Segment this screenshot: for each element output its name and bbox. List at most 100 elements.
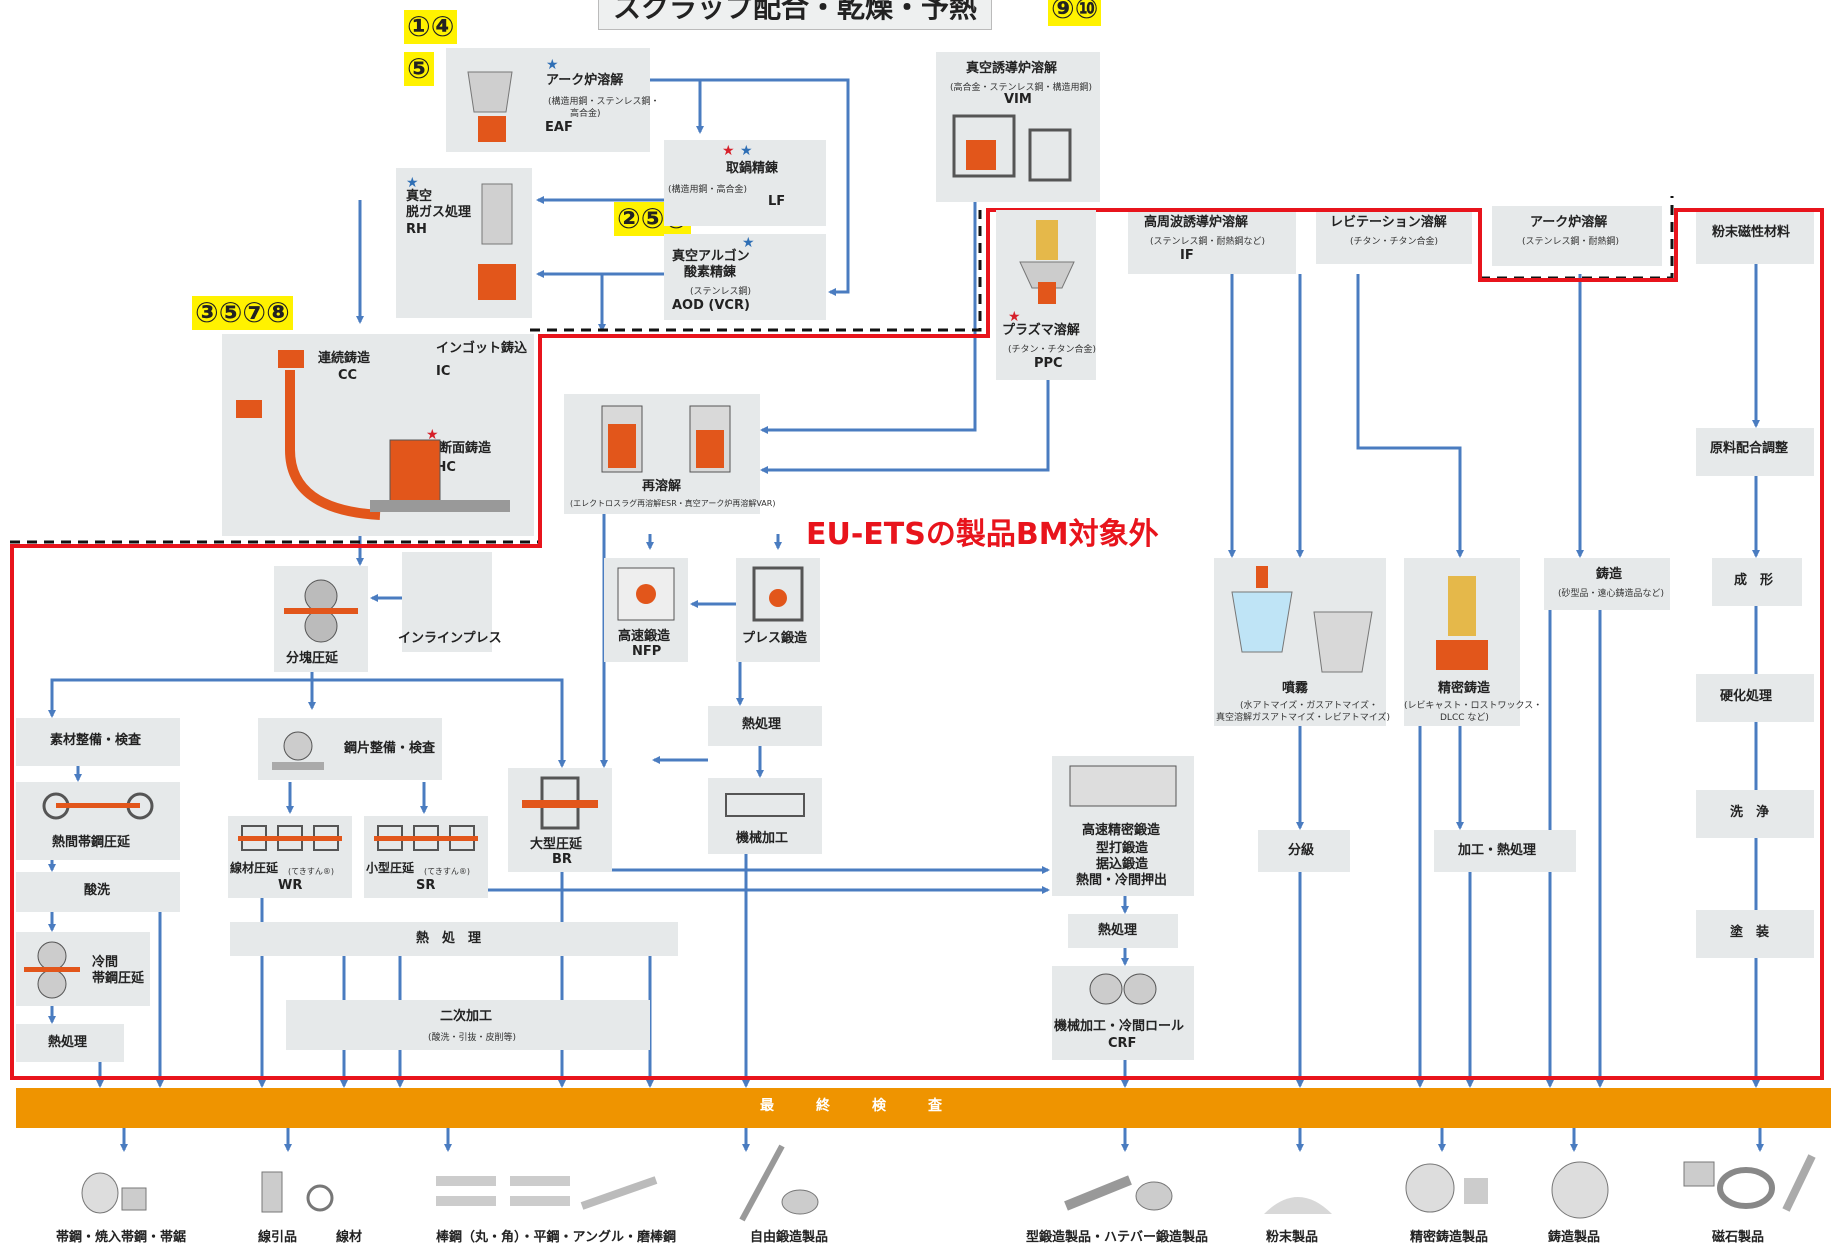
remelt-label: 再溶解 [642, 480, 681, 495]
cold-label-1: 冷間 [92, 956, 118, 971]
product-label: 粉末製品 [1266, 1226, 1318, 1245]
hsf-label-2: 型打鍛造 [1096, 842, 1148, 857]
if-label: 高周波誘導炉溶解 [1144, 216, 1248, 231]
harden-label: 硬化処理 [1720, 690, 1772, 705]
vim-abbr: VIM [1004, 92, 1032, 107]
eaf-label: アーク炉溶解 [546, 74, 623, 89]
pickle-label: 酸洗 [84, 884, 110, 899]
ingot-icon [360, 380, 520, 530]
eaf-abbr: EAF [545, 120, 573, 135]
magnet-product-icon [1680, 1150, 1820, 1216]
heat2-label: 熱処理 [1098, 924, 1137, 939]
powder-product-icon [1260, 1180, 1336, 1216]
vim-furnace-icon [950, 110, 1090, 196]
header-title: スクラップ配合・乾燥・予熱 [598, 0, 992, 30]
lev-label: レビテーション溶解 [1330, 216, 1447, 231]
bar-product-icon [432, 1170, 662, 1220]
heat3-label: 熱処理 [48, 1036, 87, 1051]
plasma-icon [1010, 218, 1084, 308]
wire-product-icon [256, 1168, 356, 1218]
flow-arrow [762, 380, 1048, 470]
cold-label-2: 帯鋼圧延 [92, 972, 144, 987]
lf-sub: (構造用鋼・高合金) [668, 182, 747, 195]
heavy-mill-icon [522, 774, 598, 832]
coat-label: 塗 装 [1730, 926, 1769, 941]
ppc-abbr: PPC [1034, 356, 1063, 371]
inv-sub2: DLCC など) [1440, 710, 1489, 723]
mix-label: 原料配合調整 [1710, 442, 1788, 457]
lev-sub: (チタン・チタン合金) [1350, 234, 1438, 247]
star-icon: ★ [740, 144, 753, 158]
aod-label-1: 真空アルゴン [672, 250, 750, 265]
die-forged-product-icon [1060, 1160, 1180, 1216]
hsf-label-1: 高速精密鍛造 [1082, 824, 1160, 839]
product-label: 棒鋼（丸・角）・平鋼・アングル・磨棒鋼 [436, 1226, 676, 1245]
marker-1-4: ①④ [404, 10, 457, 44]
inline-label: インラインプレス [398, 632, 502, 647]
marker-9-10: ⑨⑩ [1048, 0, 1101, 26]
product-label: 帯鋼・焼入帯鋼・帯鋸 [56, 1226, 186, 1245]
ic-label: インゴット鋳込 [436, 342, 527, 357]
br-label: 大型圧延 [530, 838, 582, 853]
aod-label-2: 酸素精錬 [684, 266, 736, 281]
eaf-sub2: 高合金) [570, 106, 601, 119]
coil-icon [40, 786, 156, 826]
degasser-icon [472, 178, 522, 308]
mag-label: 粉末磁性材料 [1712, 226, 1790, 241]
remelt-icon [586, 400, 746, 478]
product-label: 線材 [336, 1226, 362, 1245]
aod-sub: (ステンレス鋼) [690, 284, 751, 297]
classify-label: 分級 [1288, 844, 1314, 859]
wr-abbr: WR [278, 878, 302, 893]
wire-mill-icon [238, 820, 342, 856]
cold-mill-icon [24, 936, 80, 1002]
lf-label: 取鍋精錬 [726, 162, 778, 177]
form-label: 成 形 [1734, 574, 1773, 589]
star-icon: ★ [722, 144, 735, 158]
product-label: 精密鋳造製品 [1410, 1226, 1488, 1245]
mach-label: 機械加工 [736, 832, 788, 847]
cast-sub: (砂型品・遠心鋳造品など) [1558, 586, 1664, 599]
product-label: 鋳造製品 [1548, 1226, 1600, 1245]
flow-arrow [52, 680, 312, 716]
final-inspection-label: 最 終 検 査 [760, 1098, 942, 1114]
rh-label-2: 脱ガス処理 [406, 206, 471, 221]
arc2-label: アーク炉溶解 [1530, 216, 1607, 231]
eaf-sub1: (構造用鋼・ステンレス鋼・ [548, 94, 660, 107]
remelt-sub: (エレクトロスラグ再溶解ESR・真空アーク炉再溶解VAR) [570, 498, 775, 509]
hsf-label-4: 熱間・冷間押出 [1076, 874, 1167, 889]
rh-abbr: RH [406, 222, 427, 237]
star-icon: ★ [546, 58, 559, 72]
sr-abbr: SR [416, 878, 435, 893]
cast-label: 鋳造 [1596, 568, 1622, 583]
press-icon [748, 564, 808, 624]
hsf-label-3: 据込鍛造 [1096, 858, 1148, 873]
sr-tiny: (てきすん®) [424, 866, 470, 877]
rh-label-1: 真空 [406, 190, 432, 205]
wash-label: 洗 浄 [1730, 806, 1769, 821]
flow-arrow [1358, 274, 1460, 556]
crf-abbr: CRF [1108, 1036, 1136, 1051]
heatmid-label: 熱 処 理 [416, 932, 481, 947]
ic-abbr: IC [436, 364, 450, 379]
bloom-label: 分塊圧延 [286, 652, 338, 667]
wr-label: 線材圧延 [230, 862, 278, 876]
grinder-icon [268, 724, 328, 774]
atom-label: 噴霧 [1282, 682, 1308, 697]
nfp-abbr: NFP [632, 644, 661, 659]
lf-abbr: LF [768, 194, 785, 209]
wr-tiny: (てきすん®) [288, 866, 334, 877]
marker-5: ⑤ [404, 52, 434, 86]
vim-label: 真空誘導炉溶解 [966, 62, 1057, 77]
procheat-label: 加工・熱処理 [1458, 844, 1536, 859]
arc2-sub: (ステンレス鋼・耐熱鋼) [1522, 234, 1619, 247]
product-label: 磁石製品 [1712, 1226, 1764, 1245]
billet-label: 鋼片整備・検査 [344, 742, 435, 757]
sr-label: 小型圧延 [366, 862, 414, 876]
product-label: 線引品 [258, 1226, 297, 1245]
secondary-sub: (酸洗・引抜・皮削等) [428, 1030, 516, 1043]
header-title-text: スクラップ配合・乾燥・予熱 [613, 0, 977, 24]
furnace-icon [460, 62, 520, 146]
inv-label: 精密鋳造 [1438, 682, 1490, 697]
box-casting-2 [1544, 558, 1670, 610]
